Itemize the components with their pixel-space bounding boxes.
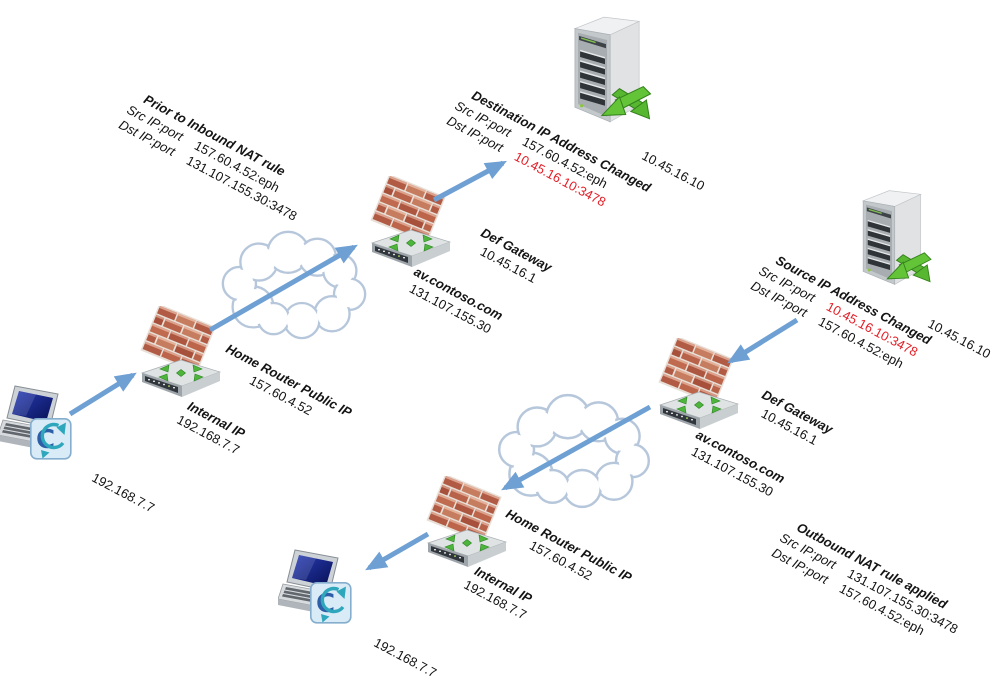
flow-arrow-server-to-edge-bottom — [727, 317, 799, 364]
flow-arrow-laptop-to-router-top — [68, 372, 137, 417]
flow-arrow-router-to-laptop-bottom — [365, 531, 430, 571]
flow-arrow-router-to-edge-top — [208, 244, 358, 333]
flow-arrow-edge-to-router-bottom — [501, 404, 652, 491]
flow-arrow-edge-to-server-top — [432, 160, 507, 203]
